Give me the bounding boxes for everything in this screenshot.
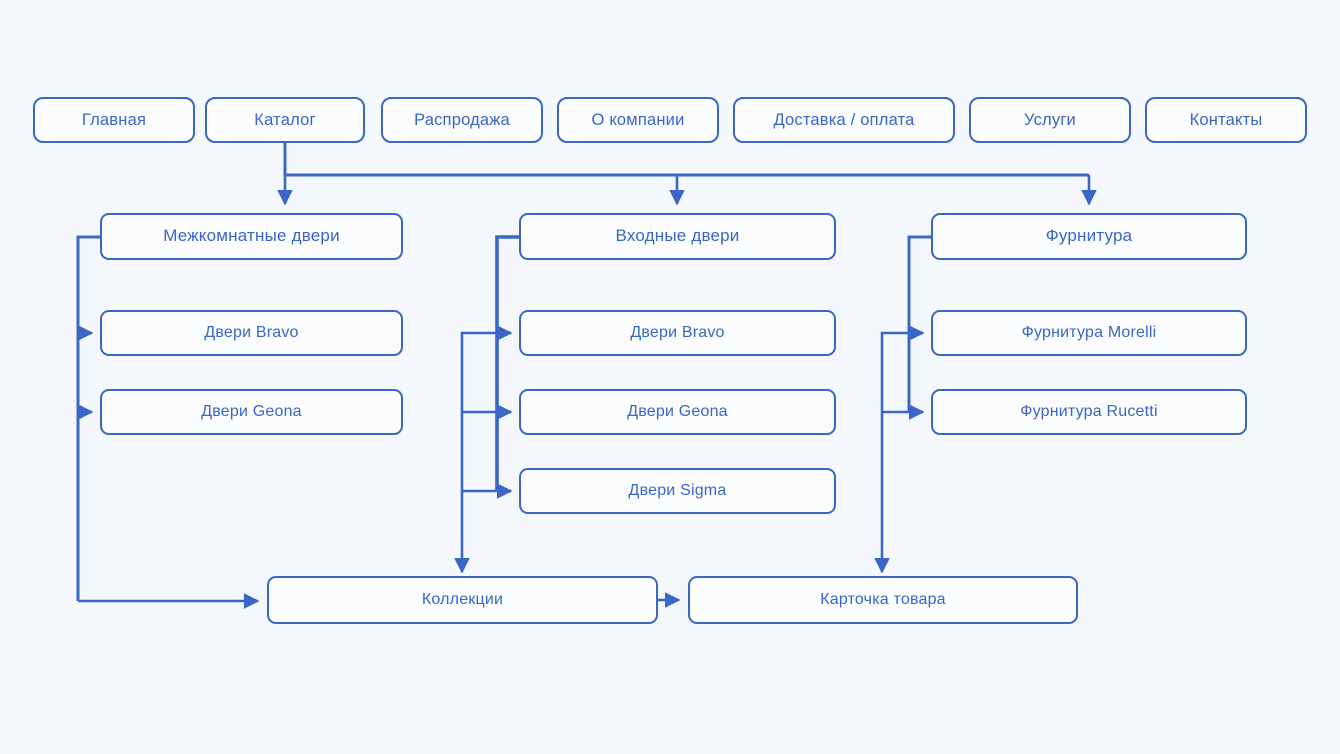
category-label: Межкомнатные двери <box>163 226 340 246</box>
page-product-card-label: Карточка товара <box>820 591 946 609</box>
nav-item-glavnaya[interactable]: Главная <box>33 97 195 143</box>
edge-vhod-trunk <box>495 235 519 491</box>
edge-mezh-trunk <box>76 235 100 601</box>
nav-item-label: Каталог <box>254 110 316 129</box>
edge-furn-rail-card <box>874 331 923 574</box>
nav-item-kontakty[interactable]: Контакты <box>1145 97 1307 143</box>
nav-item-label: Главная <box>81 110 147 129</box>
nav-item-label: Услуги <box>1024 110 1076 129</box>
subcategory-vhodnye-geona[interactable]: Двери Geona <box>519 389 836 435</box>
subcategory-label: Двери Geona <box>201 403 302 421</box>
category-label: Фурнитура <box>1045 226 1133 246</box>
nav-item-label: Распродажа <box>414 110 510 129</box>
subcategory-furnitura-rucetti[interactable]: Фурнитура Rucetti <box>931 389 1247 435</box>
edge-furn-trunk <box>907 235 931 412</box>
subcategory-label: Двери Bravo <box>204 324 299 342</box>
subcategory-vhodnye-bravo[interactable]: Двери Bravo <box>519 310 836 356</box>
edge-vhod-rail-collections <box>454 331 511 574</box>
nav-item-rasprodazha[interactable]: Распродажа <box>381 97 543 143</box>
edge-katalog-bus <box>283 143 1089 177</box>
subcategory-label: Фурнитура Morelli <box>1021 324 1157 342</box>
nav-item-o-kompanii[interactable]: О компании <box>557 97 719 143</box>
subcategory-label: Двери Geona <box>627 403 728 421</box>
page-product-card[interactable]: Карточка товара <box>688 576 1078 624</box>
page-collections[interactable]: Коллекции <box>267 576 658 624</box>
subcategory-label: Двери Bravo <box>630 324 725 342</box>
category-label: Входные двери <box>615 226 740 246</box>
category-vhodnye-dveri[interactable]: Входные двери <box>519 213 836 260</box>
subcategory-label: Фурнитура Rucetti <box>1020 403 1158 421</box>
category-mezhkomnatnye-dveri[interactable]: Межкомнатные двери <box>100 213 403 260</box>
subcategory-label: Двери Sigma <box>628 482 727 500</box>
page-collections-label: Коллекции <box>421 591 504 609</box>
nav-item-label: Контакты <box>1189 110 1263 129</box>
nav-item-label: Доставка / оплата <box>773 110 915 129</box>
subcategory-vhodnye-sigma[interactable]: Двери Sigma <box>519 468 836 514</box>
subcategory-mezhkomnatnye-bravo[interactable]: Двери Bravo <box>100 310 403 356</box>
nav-item-label: О компании <box>591 110 685 129</box>
subcategory-mezhkomnatnye-geona[interactable]: Двери Geona <box>100 389 403 435</box>
nav-item-dostavka-oplata[interactable]: Доставка / оплата <box>733 97 955 143</box>
nav-item-uslugi[interactable]: Услуги <box>969 97 1131 143</box>
nav-item-katalog[interactable]: Каталог <box>205 97 365 143</box>
subcategory-furnitura-morelli[interactable]: Фурнитура Morelli <box>931 310 1247 356</box>
category-furnitura[interactable]: Фурнитура <box>931 213 1247 260</box>
